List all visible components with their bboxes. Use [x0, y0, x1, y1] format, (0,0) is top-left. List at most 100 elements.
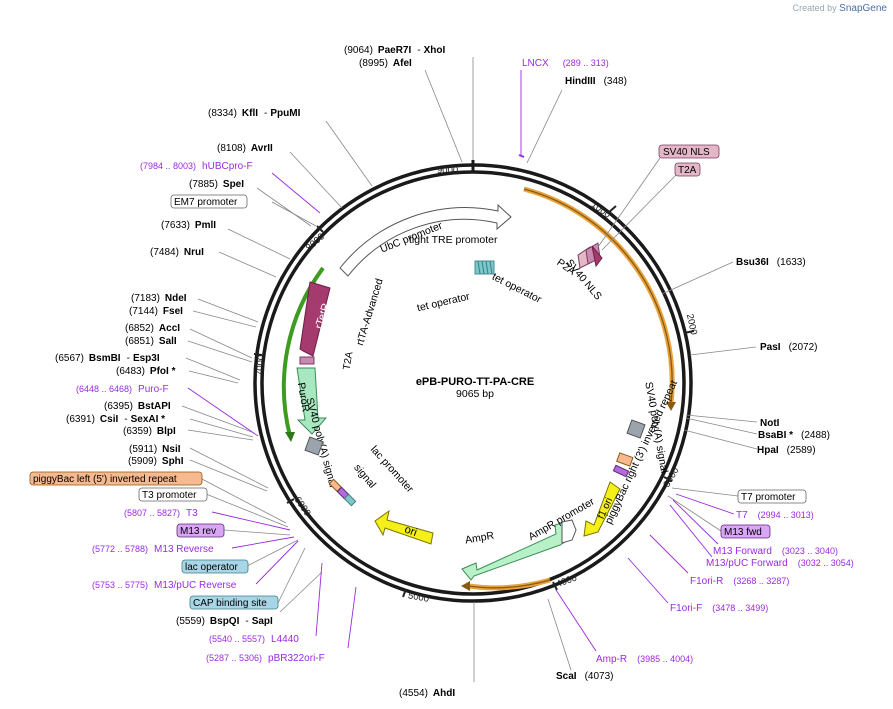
- box-label-b9: T7 promoter: [741, 492, 796, 503]
- t2a-label-left: T2A: [341, 351, 355, 371]
- t2a-block-left: [299, 356, 315, 365]
- box-b5[interactable]: [138, 487, 208, 502]
- leader-e14: [187, 340, 253, 363]
- orange-track-right-core: [523, 188, 673, 405]
- primer-p3[interactable]: (6448 .. 6468)Puro-F: [76, 384, 169, 395]
- box-b6[interactable]: [176, 523, 225, 538]
- primer-leader-p4: [211, 511, 291, 531]
- enzyme-e24[interactable]: (5909)SphI: [128, 456, 184, 467]
- enzyme-e22[interactable]: HpaI(2589): [757, 445, 816, 456]
- enzyme-e9[interactable]: Bsu36I(1633): [736, 257, 806, 268]
- enzyme-e18[interactable]: (6391)CsiI-SexAI *: [66, 414, 165, 425]
- leader-b10: [667, 495, 722, 532]
- enzyme-e15[interactable]: (6567)BsmBI-Esp3I: [55, 353, 160, 364]
- box-b10[interactable]: [720, 524, 771, 539]
- box-b1[interactable]: [658, 144, 720, 159]
- enzyme-e13[interactable]: (6852)AccI: [125, 323, 180, 334]
- enzyme-e20[interactable]: NotI: [760, 418, 780, 429]
- enzyme-e21[interactable]: BsaBI *(2488): [758, 430, 830, 441]
- enzyme-e5[interactable]: (8108)AvrII: [217, 143, 273, 154]
- box-b3[interactable]: [170, 194, 248, 209]
- enzyme-e26[interactable]: ScaI(4073): [556, 671, 613, 682]
- leader-b8: [277, 547, 306, 604]
- ampr-arrow: [461, 521, 566, 581]
- primer-leader-p3: [187, 387, 259, 437]
- enzyme-e3[interactable]: HindIII(348): [565, 76, 627, 87]
- piggybac-right-label: piggyBac right (3') inverted repeat: [603, 378, 680, 526]
- leader-b2: [601, 174, 677, 251]
- enzyme-e16[interactable]: (6483)PfoI *: [116, 366, 176, 377]
- box-label-b8: CAP binding site: [193, 598, 267, 609]
- enzyme-labels: (9064)PaeR7I-XhoI (8995)AfeI HindIII(348…: [55, 45, 830, 699]
- box-b4[interactable]: [29, 471, 203, 486]
- primer-leader-p11: [669, 504, 713, 558]
- enzyme-e17[interactable]: (6395)BstAPI: [104, 401, 171, 412]
- enzyme-e27[interactable]: (4554)AhdI: [399, 688, 455, 699]
- box-b9[interactable]: [737, 489, 807, 504]
- primer-leader-p10: [672, 499, 719, 545]
- enzyme-e10[interactable]: (7183)NdeI: [131, 293, 187, 304]
- sv40-polya-right-block: [626, 419, 646, 439]
- leader-b3: [271, 201, 317, 227]
- enzyme-e8[interactable]: (7484)NruI: [150, 247, 204, 258]
- primer-p8[interactable]: (5287 .. 5306)pBR322ori-F: [206, 653, 325, 664]
- puror-label: PuroR: [295, 382, 312, 414]
- leader-b1: [597, 157, 661, 248]
- primer-leader-p7: [315, 562, 323, 637]
- box-b7[interactable]: [181, 559, 249, 574]
- tick-label-7000: 7000: [254, 355, 267, 377]
- primer-p5[interactable]: (5772 .. 5788)M13 Reverse: [92, 544, 214, 555]
- leader-e15: [185, 357, 241, 381]
- primer-p1[interactable]: LNCX(289 .. 313): [522, 58, 609, 69]
- enzyme-e4[interactable]: (8334)KflI-PpuMI: [208, 108, 301, 119]
- f1-ori-arrow: [583, 481, 621, 537]
- leader-e11: [192, 310, 257, 328]
- primer-p6[interactable]: (5753 .. 5775)M13/pUC Reverse: [92, 580, 237, 591]
- box-b8[interactable]: [189, 595, 279, 610]
- primer-p13[interactable]: F1ori-F(3478 .. 3499): [670, 603, 768, 614]
- primer-p14[interactable]: Amp-R(3985 .. 4004): [596, 654, 693, 665]
- leader-e23: [189, 447, 269, 489]
- enzyme-e12[interactable]: PasI(2072): [760, 342, 817, 353]
- box-b2[interactable]: [674, 162, 701, 177]
- primer-p7[interactable]: (5540 .. 5557)L4440: [209, 634, 299, 645]
- leader-e20: [685, 414, 758, 423]
- brand-prefix: Created by: [792, 3, 837, 13]
- enzyme-e11[interactable]: (7144)FseI: [129, 306, 183, 317]
- primer-p4[interactable]: (5807 .. 5827)T3: [124, 508, 198, 519]
- tick-5000: [402, 588, 407, 598]
- ampr-promoter-arrow: [561, 519, 577, 544]
- enzyme-e6[interactable]: (7885)SpeI: [189, 179, 244, 190]
- leader-e2: [424, 69, 463, 163]
- leader-e13: [189, 328, 253, 359]
- enzyme-e25[interactable]: (5559)BspQI-SapI: [176, 616, 273, 627]
- primer-leader-p9: [675, 493, 735, 515]
- enzyme-e2[interactable]: (8995)AfeI: [359, 58, 412, 69]
- sv40-polya-left-block: [304, 436, 324, 456]
- leader-e17: [181, 405, 253, 433]
- primer-p11[interactable]: M13/pUC Forward(3032 .. 3054): [706, 558, 854, 569]
- primer-p9[interactable]: T7(2994 .. 3013): [736, 510, 814, 521]
- tick-6000: [286, 498, 295, 504]
- leader-e26: [547, 598, 572, 671]
- tick-3000: [663, 476, 673, 482]
- enzyme-e14[interactable]: (6851)SalI: [125, 336, 177, 347]
- tick-2000: [683, 330, 695, 334]
- ubc-promoter-arrow: [339, 203, 512, 277]
- primer-p12[interactable]: F1ori-R(3268 .. 3287): [690, 576, 789, 587]
- orange-track-bottom: [467, 577, 551, 591]
- tick-8000: [316, 225, 324, 233]
- enzyme-e1[interactable]: (9064)PaeR7I-XhoI: [344, 45, 445, 56]
- tick-label-9000: 9000: [437, 165, 458, 176]
- leader-b6: [223, 529, 291, 536]
- primer-leader-p5: [231, 536, 295, 549]
- primer-p10[interactable]: M13 Forward(3023 .. 3040): [713, 546, 838, 557]
- enzyme-e23[interactable]: (5911)NsiI: [129, 444, 181, 455]
- enzyme-e7[interactable]: (7633)PmlI: [161, 220, 216, 231]
- primer-p2[interactable]: (7984 .. 8003)hUBCpro-F: [140, 161, 253, 172]
- enzyme-e19[interactable]: (6359)BlpI: [123, 426, 176, 437]
- lac-promoter-label: lac promoter: [368, 444, 416, 496]
- leader-b5: [205, 493, 289, 528]
- box-label-b3: EM7 promoter: [174, 197, 238, 208]
- snapgene-brand: Created by SnapGene: [793, 3, 887, 14]
